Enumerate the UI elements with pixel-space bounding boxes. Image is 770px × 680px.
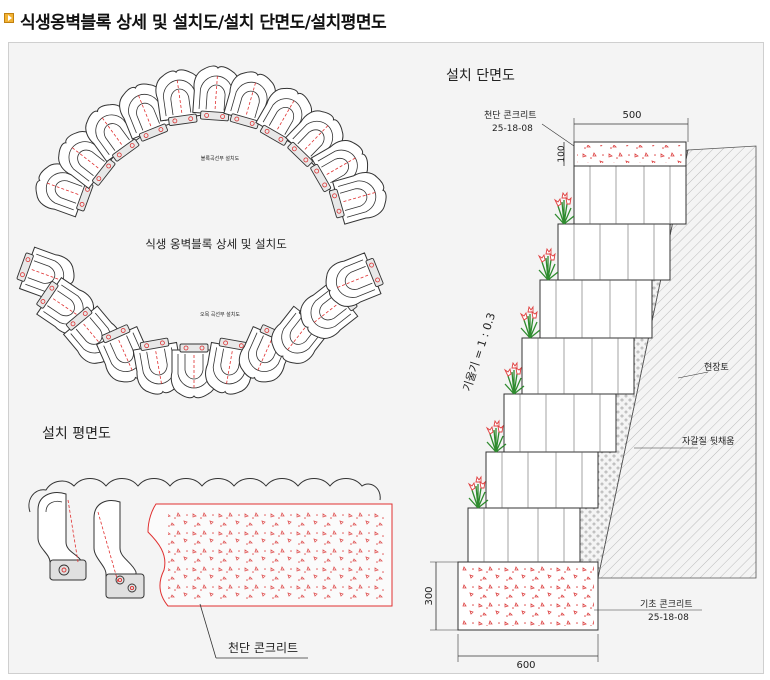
section-title: 설치 단면도	[446, 68, 515, 84]
wall-block	[503, 393, 617, 453]
wall-block	[573, 165, 687, 225]
wall-blocks	[467, 165, 687, 563]
wall-block	[521, 337, 635, 395]
drawing-svg: 블록곡선부 설치도 식생 옹벽블록 상세 및 설치도 오목 곡선부 설치도 설치…	[13, 64, 757, 671]
wall-block	[467, 507, 581, 563]
page-header: 식생옹벽블록 상세 및 설치도/설치 단면도/설치평면도	[0, 0, 770, 34]
title-bullet-icon	[4, 13, 14, 23]
wall-block	[485, 451, 599, 509]
concave-curve-label: 오목 곡선부 설치도	[200, 311, 240, 318]
block-shell-1	[37, 492, 83, 579]
gravel-backfill-label: 자갈질 뒷채움	[682, 435, 735, 447]
dim-base-width: 600	[516, 660, 535, 671]
wall-block	[557, 223, 671, 281]
base-concrete-label: 기초 콘크리트	[640, 599, 693, 610]
concave-block-arc	[13, 243, 388, 399]
page-title: 식생옹벽블록 상세 및 설치도/설치 단면도/설치평면도	[20, 13, 387, 33]
dim-top-width: 500	[622, 110, 641, 121]
dim-top-height: 100	[557, 145, 567, 162]
install-plan-view: 설치 평면도 천단 콘크리트	[28, 426, 393, 659]
top-concrete-label: 천단 콘크리트	[228, 640, 298, 655]
natural-ground-label: 현장토	[704, 362, 729, 373]
block-foot-1	[49, 559, 87, 581]
block-shell-2	[93, 500, 137, 595]
wall-block	[539, 279, 653, 339]
plan-view-title: 식생 옹벽블록 상세 및 설치도	[145, 237, 287, 251]
block-scalloped-edge	[28, 478, 381, 513]
convex-block-arc	[29, 64, 392, 227]
top-concrete-spec: 25-18-08	[492, 124, 533, 134]
install-plan-title: 설치 평면도	[42, 426, 111, 442]
cross-section-view: 설치 단면도	[424, 68, 757, 671]
top-concrete-section-label: 천단 콘크리트	[484, 110, 537, 121]
convex-curve-label: 블록곡선부 설치도	[201, 155, 240, 162]
block-foot-2	[105, 573, 145, 599]
slope-label: 기울기 = 1 : 0.3	[460, 311, 498, 393]
base-concrete-spec: 25-18-08	[648, 613, 689, 623]
dim-base-height: 300	[424, 586, 435, 605]
curved-plan-view: 블록곡선부 설치도 식생 옹벽블록 상세 및 설치도 오목 곡선부 설치도	[13, 64, 392, 399]
